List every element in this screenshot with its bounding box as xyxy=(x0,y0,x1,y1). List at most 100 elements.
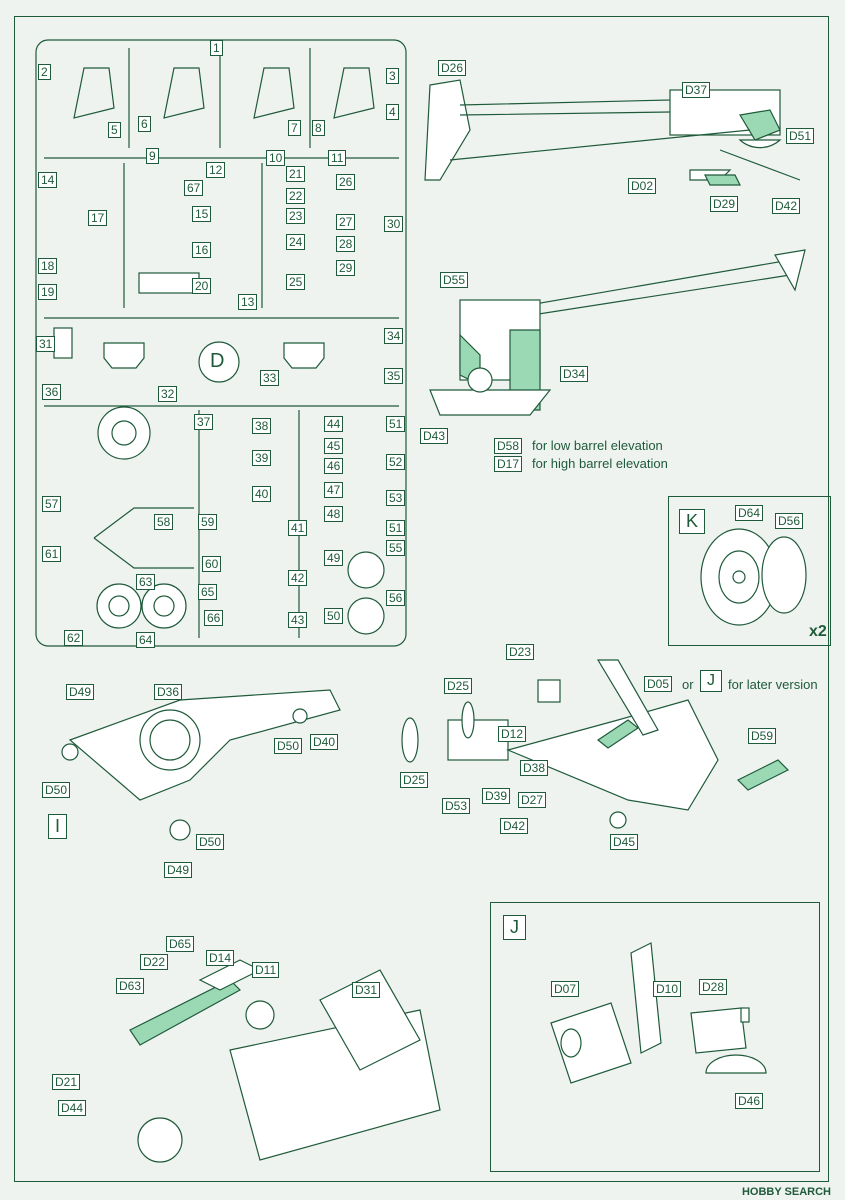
sprue-part-56: 56 xyxy=(386,590,406,606)
j-drawing xyxy=(550,942,767,1084)
carriage-tag-d38: D38 xyxy=(520,760,549,776)
sprue-part-21: 21 xyxy=(286,166,306,182)
base-tag-d49a: D49 xyxy=(66,684,95,700)
sprue-part-20: 20 xyxy=(192,278,212,294)
sprue-part-14: 14 xyxy=(38,172,58,188)
sprue-part-7: 7 xyxy=(288,120,301,136)
carriage-tag-d23: D23 xyxy=(506,644,535,660)
j-tag-d07: D07 xyxy=(551,981,580,997)
watermark-logo: HOBBY SEARCH xyxy=(741,1186,831,1198)
sprue-part-51a: 51 xyxy=(386,416,406,432)
carriage-drawing xyxy=(401,659,790,829)
carriage-tag-d27: D27 xyxy=(518,792,547,808)
gun-tag-d51: D51 xyxy=(786,128,815,144)
carriage-tag-d53: D53 xyxy=(442,798,471,814)
sprue-part-3: 3 xyxy=(386,68,399,84)
sprue-part-63: 63 xyxy=(136,574,156,590)
sprue-part-13: 13 xyxy=(238,294,258,310)
page-border xyxy=(14,16,829,1182)
sprue-part-38: 38 xyxy=(252,418,272,434)
carriage-tag-d05: D05 xyxy=(644,676,673,692)
trail-tag-d21: D21 xyxy=(52,1074,81,1090)
step-i-label: I xyxy=(48,814,68,839)
sprue-part-27: 27 xyxy=(336,214,356,230)
sprue-part-29: 29 xyxy=(336,260,356,276)
carriage-tag-d45: D45 xyxy=(610,834,639,850)
sprue-part-23: 23 xyxy=(286,208,306,224)
j-tag-d28: D28 xyxy=(699,979,728,995)
sprue-part-12: 12 xyxy=(206,162,226,178)
trail-tag-d31: D31 xyxy=(352,982,381,998)
trail-tag-d44: D44 xyxy=(58,1100,87,1116)
sprue-part-40: 40 xyxy=(252,486,272,502)
sprue-part-11: 11 xyxy=(328,150,347,166)
wheel-drawing xyxy=(700,528,807,626)
trail-tag-d65: D65 xyxy=(166,936,195,952)
mount-tag-d17: D17 xyxy=(494,456,523,472)
carriage-tag-d12: D12 xyxy=(498,726,527,742)
sprue-part-1: 1 xyxy=(210,40,223,56)
sprue-part-55: 55 xyxy=(386,540,406,556)
sprue-part-16: 16 xyxy=(192,242,212,258)
gun-tag-d37: D37 xyxy=(682,82,711,98)
sprue-part-46: 46 xyxy=(324,458,344,474)
gun-drawing xyxy=(424,79,801,186)
step-carriage: D23 D25 D12 D38 D25 D53 D39 D27 D42 D45 … xyxy=(388,640,830,850)
step-i: D49 D36 D40 D50 D50 D50 D49 I xyxy=(30,680,360,880)
trail-tag-d14: D14 xyxy=(206,950,235,966)
trail-drawing xyxy=(129,959,441,1163)
sprue-part-47: 47 xyxy=(324,482,344,498)
base-tag-d50a: D50 xyxy=(274,738,303,754)
base-tag-d49b: D49 xyxy=(164,862,193,878)
sprue-part-39: 39 xyxy=(252,450,272,466)
sprue-part-51b: 51 xyxy=(386,520,406,536)
gun-tag-d26: D26 xyxy=(438,60,467,76)
sprue-part-60: 60 xyxy=(202,556,222,572)
sprue-part-22: 22 xyxy=(286,188,306,204)
sprue-part-50: 50 xyxy=(324,608,344,624)
carriage-j-ref: J xyxy=(700,670,722,692)
sprue-part-37: 37 xyxy=(194,414,214,430)
step-gun: D26 D37 D51 D02 D29 D42 xyxy=(420,60,820,220)
base-drawing xyxy=(61,689,341,841)
gun-tag-d02: D02 xyxy=(628,178,657,194)
mount-tag-d58: D58 xyxy=(494,438,523,454)
sprue-part-34: 34 xyxy=(384,328,404,344)
sprue-part-62: 62 xyxy=(64,630,84,646)
base-tag-d50c: D50 xyxy=(196,834,225,850)
mount-note-low: for low barrel elevation xyxy=(532,438,663,453)
sprue-part-53: 53 xyxy=(386,490,406,506)
mount-tag-d55: D55 xyxy=(440,272,469,288)
sprue-part-28: 28 xyxy=(336,236,356,252)
sprue-part-35: 35 xyxy=(384,368,404,384)
sprue-part-64: 64 xyxy=(136,632,156,648)
sprue-part-66: 66 xyxy=(204,610,224,626)
sprue-part-65: 65 xyxy=(198,584,218,600)
sprue-part-59: 59 xyxy=(198,514,218,530)
sprue-part-2: 2 xyxy=(38,64,51,80)
gun-tag-d42: D42 xyxy=(772,198,801,214)
carriage-later-text: for later version xyxy=(728,677,818,692)
step-k-box: K D64 D56 x2 xyxy=(668,496,831,646)
j-tag-d46: D46 xyxy=(735,1093,764,1109)
sprue-part-9: 9 xyxy=(146,148,159,164)
mount-tag-d43: D43 xyxy=(420,428,449,444)
sprue-part-17: 17 xyxy=(88,210,108,226)
base-tag-d36: D36 xyxy=(154,684,183,700)
sprue-part-57: 57 xyxy=(42,496,62,512)
trail-tag-d63: D63 xyxy=(116,978,145,994)
step-k-multiplier: x2 xyxy=(809,623,827,640)
sprue-part-32: 32 xyxy=(158,386,178,402)
carriage-tag-d59: D59 xyxy=(748,728,777,744)
base-tag-d50b: D50 xyxy=(42,782,71,798)
sprue-part-49: 49 xyxy=(324,550,344,566)
step-mount: D55 D34 D43 D58 for low barrel elevation… xyxy=(420,240,820,480)
sprue-part-42: 42 xyxy=(288,570,308,586)
sprue-part-30: 30 xyxy=(384,216,404,232)
sprue-part-45: 45 xyxy=(324,438,344,454)
sprue-part-6: 6 xyxy=(138,116,151,132)
sprue-diagram: 1 2 3 4 5 6 7 8 9 10 11 12 13 14 15 16 1… xyxy=(34,38,408,650)
sprue-part-48: 48 xyxy=(324,506,344,522)
sprue-center-label: D xyxy=(210,350,225,372)
sprue-part-18: 18 xyxy=(38,258,58,274)
